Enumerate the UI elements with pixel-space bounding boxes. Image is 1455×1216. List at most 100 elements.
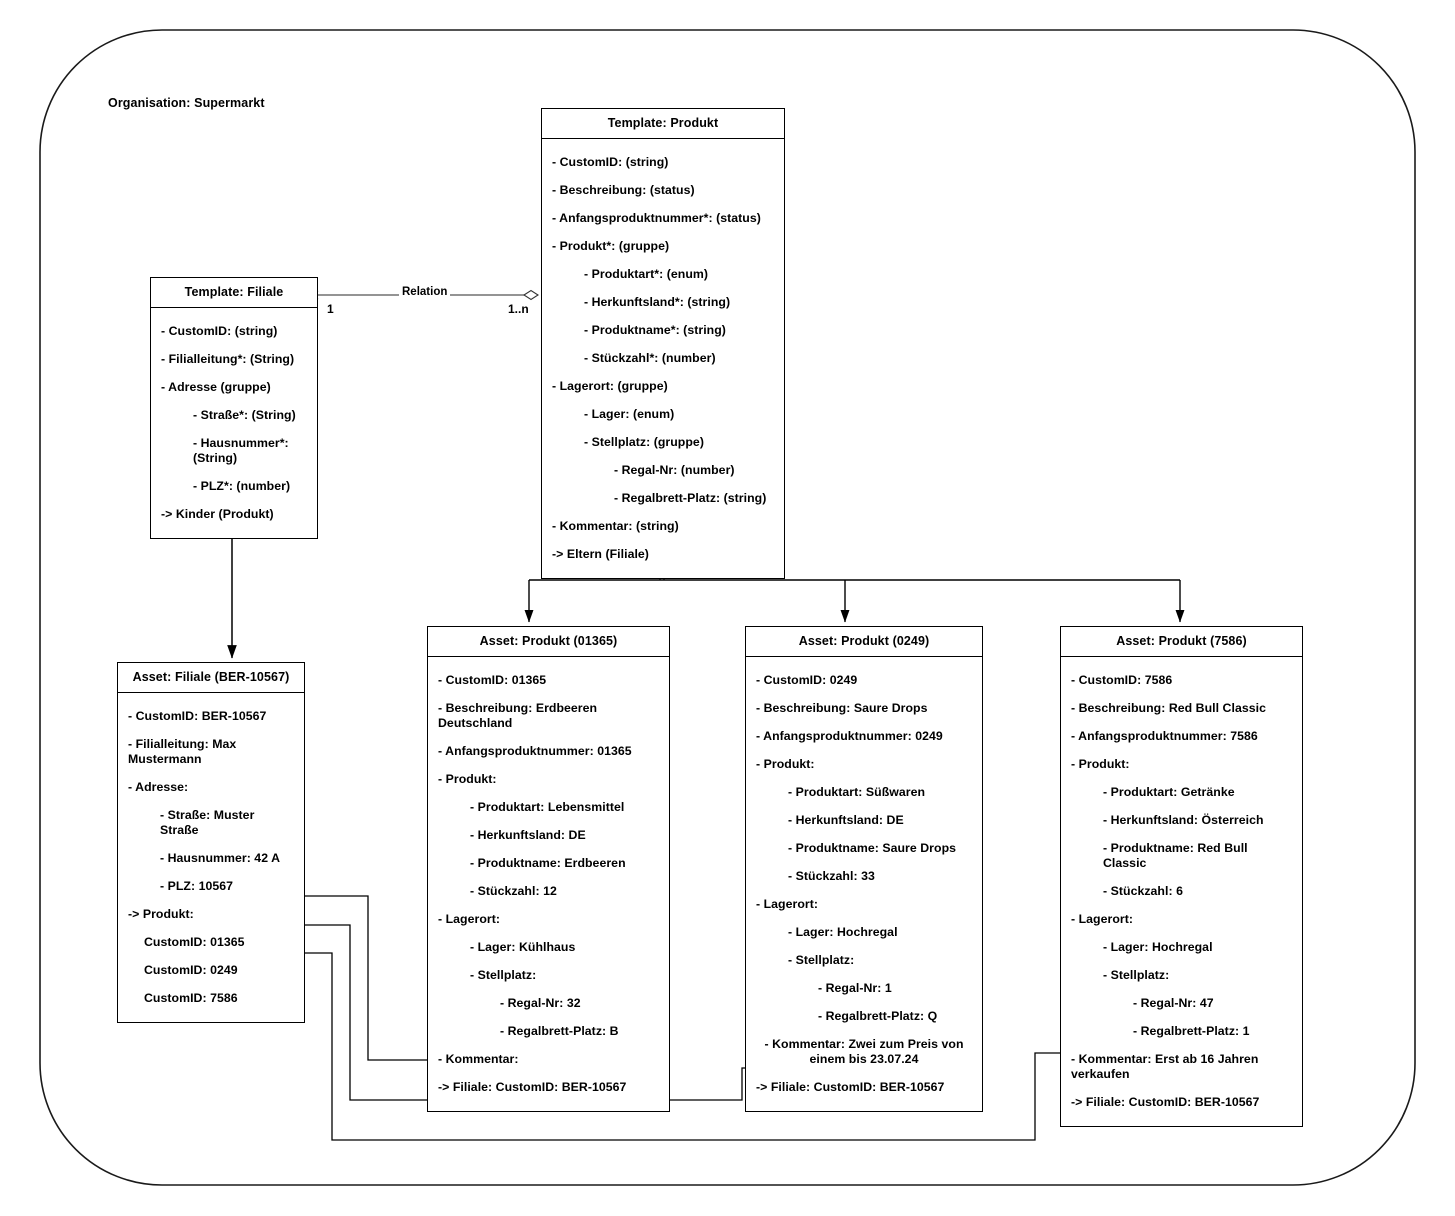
template-produkt-box[interactable]: Template: Produkt - CustomID: (string) - … [541,108,785,579]
attribute-row: - Produkt*: (gruppe) [552,238,670,253]
link-filiale-to-01365 [305,895,427,1061]
attribute-row: - Produktart: Getränke [1103,784,1235,799]
attribute-row: - Produktname: Saure Drops [788,840,957,855]
attribute-row: - Regalbrett-Platz: 1 [1133,1023,1250,1038]
relation-target-multiplicity: 1..n [508,302,529,316]
attribute-row: - Lager: (enum) [584,406,675,421]
template-produkt-title: Template: Produkt [542,109,784,139]
attribute-row: - CustomID: 0249 [756,672,858,687]
asset-filiale-rows: - CustomID: BER-10567 - Filialleitung: Ma… [118,693,304,1022]
attribute-row: - Regal-Nr: (number) [614,462,735,477]
attribute-row: - Produktname: Erdbeeren [470,855,626,870]
attribute-row: - Produktart*: (enum) [584,266,709,281]
attribute-row: -> Filiale: CustomID: BER-10567 [438,1079,627,1094]
asset-produkt-7586-rows: - CustomID: 7586 - Beschreibung: Red Bull… [1061,657,1302,1126]
attribute-row: - Straße: Muster Straße [160,807,255,837]
asset-produkt-0249-box[interactable]: Asset: Produkt (0249) - CustomID: 0249- … [745,626,983,1112]
attribute-row: - Anfangsproduktnummer: 01365 [438,743,632,758]
attribute-row: - CustomID: (string) [161,323,278,338]
attribute-row: - Stellplatz: [1103,967,1170,982]
attribute-row: - Kommentar: (string) [552,518,679,533]
attribute-row: - Regalbrett-Platz: Q [818,1008,938,1023]
attribute-row: - Lager: Kühlhaus [470,939,576,954]
attribute-row: - CustomID: 7586 [1071,672,1173,687]
asset-produkt-0249-title: Asset: Produkt (0249) [746,627,982,657]
attribute-row: - CustomID: (string) [552,154,669,169]
attribute-row: - Stückzahl: 6 [1103,883,1183,898]
asset-produkt-01365-rows: - CustomID: 01365 - Beschreibung: Erdbeer… [428,657,669,1111]
attribute-row: CustomID: 01365 [144,934,245,949]
attribute-row: - Stellplatz: [470,967,537,982]
attribute-row: - Straße*: (String) [193,407,296,422]
attribute-row: - Stückzahl*: (number) [584,350,716,365]
attribute-row: - Produkt: [756,756,815,771]
relation-label: Relation [399,286,451,298]
attribute-row: - Lager: Hochregal [1103,939,1213,954]
attribute-row: - Kommentar: Erst ab 16 Jahren verkaufen [1071,1051,1259,1081]
asset-produkt-01365-box[interactable]: Asset: Produkt (01365) - CustomID: 01365… [427,626,670,1112]
attribute-row: - Stückzahl: 12 [470,883,557,898]
attribute-row: -> Eltern (Filiale) [552,546,649,561]
attribute-row: -> Filiale: CustomID: BER-10567 [1071,1094,1260,1109]
attribute-row: - Beschreibung: Red Bull Classic [1071,700,1266,715]
attribute-row: - Lagerort: [756,896,819,911]
attribute-row: - CustomID: 01365 [438,672,547,687]
attribute-row: - Beschreibung: Erdbeeren Deutschland [438,700,598,730]
attribute-row: - Filialleitung*: (String) [161,351,295,366]
attribute-row: - Adresse: [128,779,189,794]
attribute-row: - Produkt: [1071,756,1130,771]
attribute-row: -> Produkt: [128,906,194,921]
attribute-row: -> Filiale: CustomID: BER-10567 [756,1079,945,1094]
attribute-row: - Herkunftsland: Österreich [1103,812,1264,827]
asset-produkt-01365-title: Asset: Produkt (01365) [428,627,669,657]
attribute-row: CustomID: 7586 [144,990,238,1005]
attribute-row: - Lager: Hochregal [788,924,898,939]
attribute-row: - Anfangsproduktnummer*: (status) [552,210,761,225]
asset-filiale-box[interactable]: Asset: Filiale (BER-10567) - CustomID: B… [117,662,305,1023]
attribute-row: - Lagerort: [438,911,501,926]
attribute-row: - Kommentar: [438,1051,519,1066]
template-filiale-title: Template: Filiale [151,278,317,308]
attribute-row: - Lagerort: (gruppe) [552,378,668,393]
attribute-row: - Stückzahl: 33 [788,868,875,883]
attribute-row: - Produktart: Süßwaren [788,784,926,799]
attribute-row: - Regalbrett-Platz: (string) [614,490,767,505]
asset-produkt-7586-box[interactable]: Asset: Produkt (7586) - CustomID: 7586- … [1060,626,1303,1127]
asset-produkt-0249-rows: - CustomID: 0249 - Beschreibung: Saure Dr… [746,657,982,1111]
asset-filiale-title: Asset: Filiale (BER-10567) [118,663,304,693]
attribute-row: - Hausnummer: 42 A [160,850,281,865]
attribute-row: - Herkunftsland: DE [470,827,586,842]
attribute-row: - Regal-Nr: 32 [500,995,581,1010]
attribute-row: - Beschreibung: (status) [552,182,695,197]
attribute-row: - Adresse (gruppe) [161,379,271,394]
attribute-row: - PLZ: 10567 [160,878,234,893]
attribute-row: - Beschreibung: Saure Drops [756,700,928,715]
attribute-row: - Herkunftsland*: (string) [584,294,731,309]
template-filiale-rows: - CustomID: (string) - Filialleitung*: (S… [151,308,317,538]
relation-diamond [522,289,540,301]
attribute-row: - Kommentar: Zwei zum Preis von einem bi… [764,1036,964,1066]
attribute-row: - Regal-Nr: 1 [818,980,892,995]
attribute-row: - Stellplatz: (gruppe) [584,434,704,449]
attribute-row: - Anfangsproduktnummer: 7586 [1071,728,1258,743]
organisation-label: Organisation: Supermarkt [108,96,265,110]
attribute-row: CustomID: 0249 [144,962,238,977]
attribute-row: - Filialleitung: Max Mustermann [128,736,237,766]
attribute-row: - Stellplatz: [788,952,855,967]
attribute-row: -> Kinder (Produkt) [161,506,274,521]
attribute-row: - Lagerort: [1071,911,1134,926]
attribute-row: - CustomID: BER-10567 [128,708,267,723]
attribute-row: - Regalbrett-Platz: B [500,1023,619,1038]
template-filiale-box[interactable]: Template: Filiale - CustomID: (string)- … [150,277,318,539]
attribute-row: - Produktname: Red Bull Classic [1103,840,1248,870]
asset-produkt-7586-title: Asset: Produkt (7586) [1061,627,1302,657]
attribute-row: - Produktname*: (string) [584,322,726,337]
attribute-row: - Produktart: Lebensmittel [470,799,625,814]
attribute-row: - Hausnummer*: (String) [193,435,289,465]
attribute-row: - Regal-Nr: 47 [1133,995,1214,1010]
attribute-row: - Produkt: [438,771,497,786]
attribute-row: - PLZ*: (number) [193,478,291,493]
attribute-row: - Herkunftsland: DE [788,812,904,827]
attribute-row: - Anfangsproduktnummer: 0249 [756,728,943,743]
